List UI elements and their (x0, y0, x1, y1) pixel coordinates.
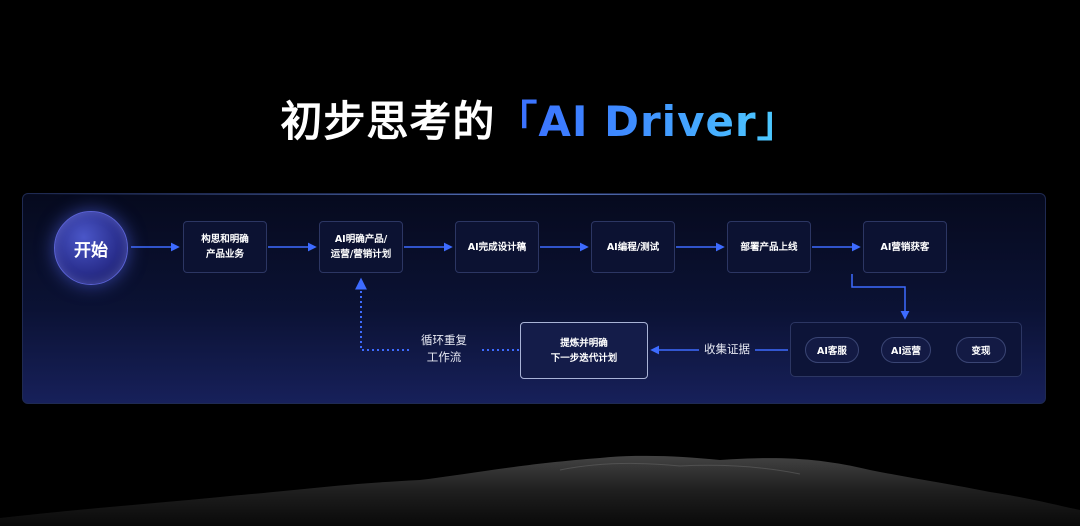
step-ai-design: AI完成设计稿 (455, 221, 539, 273)
step-ai-coding: AI编程/测试 (591, 221, 675, 273)
start-node: 开始 (54, 211, 128, 285)
step-ai-plan: AI明确产品/ 运营/营销计划 (319, 221, 403, 273)
step-refine-next-iteration: 提炼并明确 下一步迭代计划 (520, 322, 648, 379)
pill-ai-service: AI客服 (805, 337, 859, 363)
page-title: 初步思考的「AI Driver」 (0, 88, 1080, 149)
step-deploy: 部署产品上线 (727, 221, 811, 273)
step-ai-marketing: AI营销获客 (863, 221, 947, 273)
workflow-panel: 开始 构思和明确 产品业务 AI明确产品/ 运营/营销计划 AI完成设计稿 AI… (22, 193, 1046, 404)
title-accent-text: 「AI Driver」 (495, 97, 800, 146)
step-define-business: 构思和明确 产品业务 (183, 221, 267, 273)
label-collect-evidence: 收集证据 (704, 342, 750, 356)
flow-connectors (131, 242, 910, 355)
title-main-text: 初步思考的 (280, 97, 496, 146)
label-repeat-workflow: 循环重复 工作流 (421, 333, 467, 364)
pill-ai-operations: AI运营 (881, 337, 931, 363)
pill-monetize: 变现 (956, 337, 1006, 363)
arrow-step6-to-group (851, 274, 910, 320)
rocky-terrain-background (0, 455, 1080, 526)
dotted-loop-back (355, 277, 409, 351)
